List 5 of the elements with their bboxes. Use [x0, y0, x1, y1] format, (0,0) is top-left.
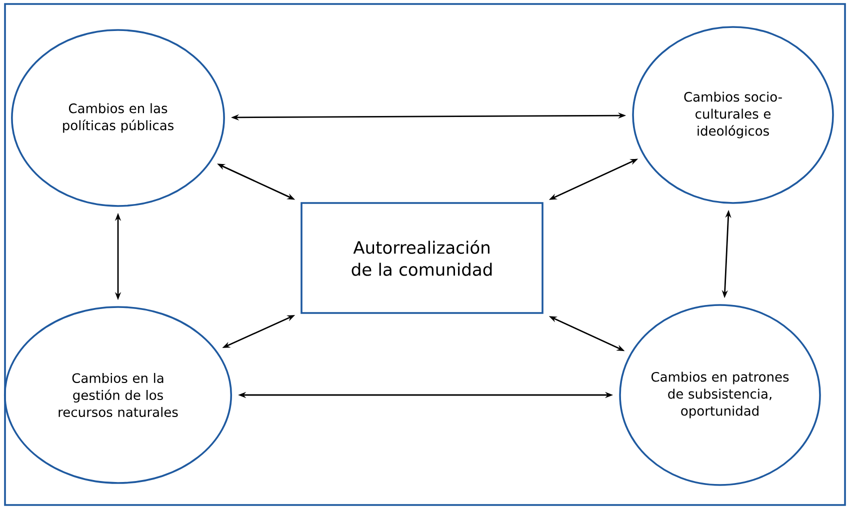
ellipse-node: Cambios en patrones de subsistencia, oportunidad	[619, 304, 821, 486]
ellipse-node: Cambios socio-culturales e ideológicos	[632, 26, 834, 204]
ellipse-node: Cambios en las políticas públicas	[11, 29, 225, 207]
center-box: Autorrealización de la comunidad	[300, 202, 544, 314]
ellipse-node: Cambios en la gestión de los recursos naturales	[4, 306, 232, 484]
